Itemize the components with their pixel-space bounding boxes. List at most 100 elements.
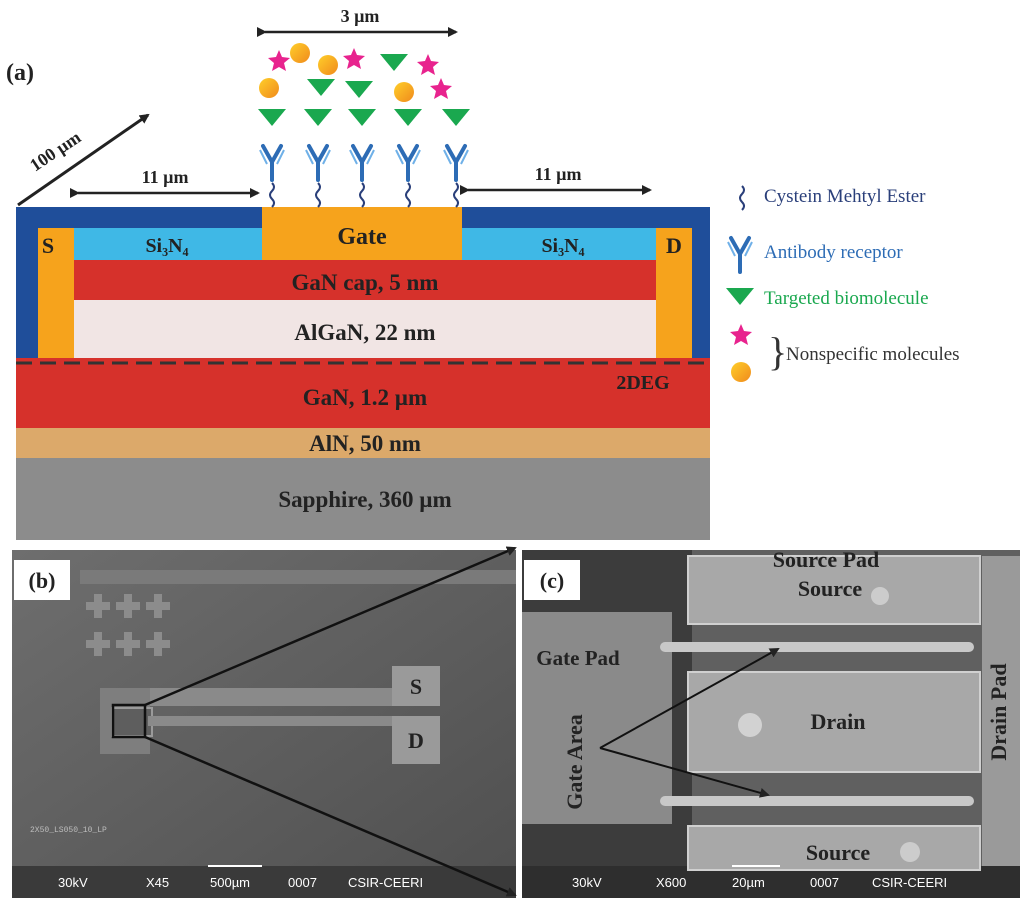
sem-c-source-bottom-label: Source (806, 840, 871, 865)
si3n4-right-label: Si₃N₄ (541, 235, 584, 257)
target-biomolecule-icon (442, 109, 470, 126)
antibody-legend-icon (726, 236, 754, 274)
target-biomolecule-icon (348, 109, 376, 126)
aln-layer (16, 428, 710, 458)
nonspecific-sphere-icon (394, 82, 414, 102)
source-label: S (42, 233, 54, 258)
drain-label: D (666, 233, 682, 258)
target-biomolecule-icon (304, 109, 332, 126)
legend: Cystein Mehtyl Ester Antibody receptor T… (726, 185, 960, 382)
sem-b-drain-pad (392, 716, 440, 764)
gate-functionalization (258, 43, 470, 208)
aln-label: AlN, 50 nm (309, 431, 421, 456)
antibody-icon (258, 144, 286, 182)
antibody-icon (394, 144, 422, 182)
gate-length-dimension: 3 µm (341, 6, 380, 26)
sem-c-drain-region (687, 671, 981, 773)
gate-contact (262, 207, 462, 260)
gate-pad-region (522, 612, 672, 824)
width-dimension: 100 µm (26, 127, 84, 175)
legend-cysteine: Cystein Mehtyl Ester (764, 186, 926, 207)
sem-c-image-no: 0007 (810, 875, 839, 890)
sem-c-source-pad-top (687, 555, 981, 625)
right-spacing-dimension: 11 µm (535, 164, 582, 184)
gate-finger-bottom (660, 796, 974, 806)
gate-finger-top (660, 642, 974, 652)
sapphire-substrate (16, 458, 710, 540)
sem-c-lab: CSIR-CEERI (872, 875, 947, 890)
gan-buffer-layer (16, 358, 710, 430)
gan-cap-layer (74, 260, 656, 300)
sem-b-magnification: X45 (146, 875, 169, 890)
legend-nonspecific: Nonspecific molecules (786, 344, 960, 365)
gate-label: Gate (337, 224, 387, 250)
sem-c-source-pad-label: Source Pad (773, 547, 880, 572)
sem-c-drain-pad-label: Drain Pad (986, 663, 1011, 760)
source-contact (38, 228, 74, 358)
panel-b-label: (b) (29, 568, 56, 593)
gan-label: GaN, 1.2 µm (303, 385, 427, 410)
nonspecific-sphere-icon (318, 55, 338, 75)
sem-b-image-no: 0007 (288, 875, 317, 890)
sem-b-stamp: 2X50_LS050_10_LP (30, 826, 107, 835)
si3n4-right (462, 228, 656, 260)
sapphire-label: Sapphire, 360 µm (278, 487, 451, 512)
sem-b-source-pad (392, 666, 440, 706)
sem-b-d-label: D (408, 728, 424, 753)
gan-cap-label: GaN cap, 5 nm (292, 270, 439, 295)
sem-c-magnification: X600 (656, 875, 686, 890)
panel-b: S D 2X50_LS050_10_LP 30kV X45 500µm 0007… (12, 550, 516, 898)
nonspecific-sphere-icon (259, 78, 279, 98)
cysteine-icon (739, 185, 745, 211)
target-biomolecule-icon (307, 79, 335, 96)
antibody-icon (348, 144, 376, 182)
target-biomolecule-icon (380, 54, 408, 71)
brace-icon: } (768, 329, 787, 374)
zoom-line-bottom (144, 735, 517, 897)
sem-b-scalebar-label: 500µm (210, 875, 250, 890)
target-legend-icon (726, 288, 754, 305)
gate-area-arrow-top (599, 648, 780, 749)
sem-c-drain-pad (982, 556, 1020, 866)
antibody-icon (304, 144, 332, 182)
panel-c: Source Pad Source Gate Pad Drain Source … (522, 547, 1020, 898)
sem-c-source-top-label: Source (798, 576, 863, 601)
zoom-region-box (111, 703, 147, 739)
left-spacing-dimension: 11 µm (142, 167, 189, 187)
star-legend-icon (730, 324, 752, 345)
panel-c-label: (c) (540, 568, 564, 593)
sem-b-s-label: S (410, 674, 422, 699)
sem-b-lab: CSIR-CEERI (348, 875, 423, 890)
sem-c-voltage: 30kV (572, 875, 602, 890)
drain-contact (656, 228, 692, 358)
sem-c-info-bar (522, 866, 1020, 898)
legend-target: Targeted biomolecule (764, 288, 929, 309)
nonspecific-star-icon (417, 54, 439, 75)
sem-b-info-bar (12, 866, 516, 898)
sem-c-drain-label: Drain (811, 709, 866, 734)
nonspecific-sphere-icon (290, 43, 310, 63)
sem-b-voltage: 30kV (58, 875, 88, 890)
gate-area-arrow-bottom (599, 747, 770, 798)
panel-a-label: (a) (6, 60, 34, 86)
target-biomolecule-icon (345, 81, 373, 98)
nonspecific-star-icon (430, 78, 452, 99)
algan-label: AlGaN, 22 nm (294, 320, 435, 345)
si3n4-left-label: Si₃N₄ (145, 235, 188, 257)
antibody-icon (442, 144, 470, 182)
panel-a: (a) S D Gate Si₃N₄ Si₃N₄ GaN cap, 5 nm A… (6, 6, 710, 540)
algan-layer (74, 300, 656, 358)
nonspecific-star-icon (343, 48, 365, 69)
zoom-line-top (144, 546, 517, 707)
si3n4-left (74, 228, 264, 260)
sem-c-source-pad-bottom (687, 825, 981, 871)
sem-c-gate-pad-label: Gate Pad (536, 646, 620, 670)
sem-c-scalebar-label: 20µm (732, 875, 765, 890)
target-biomolecule-icon (258, 109, 286, 126)
2deg-label: 2DEG (616, 372, 670, 394)
alignment-marks (86, 594, 170, 656)
width-arrow (17, 113, 150, 207)
legend-antibody: Antibody receptor (764, 242, 903, 263)
nonspecific-star-icon (268, 50, 290, 71)
